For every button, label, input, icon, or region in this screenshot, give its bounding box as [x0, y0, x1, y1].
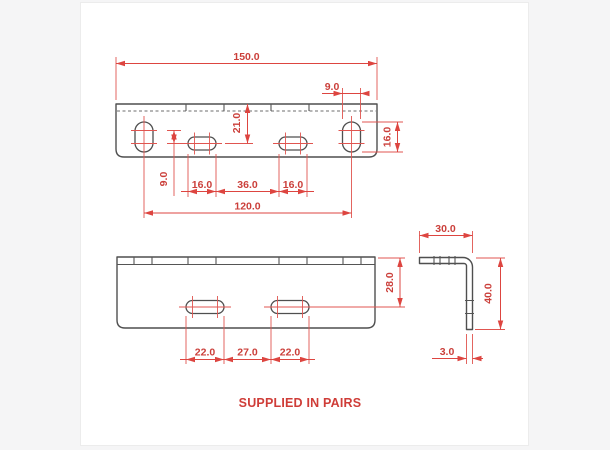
dim-top-slot-width: 9.0 — [325, 81, 340, 93]
dim-front-gap: 27.0 — [237, 347, 258, 359]
dim-top-centers: 120.0 — [234, 201, 260, 213]
supplied-in-pairs-note: SUPPLIED IN PAIRS — [239, 396, 362, 410]
top-view-bend-ticks — [185, 104, 310, 111]
dim-top-mid-slot-left: 16.0 — [192, 179, 213, 191]
dim-front-slot-left: 22.0 — [195, 347, 216, 359]
drawing-sheet — [80, 2, 529, 446]
front-view-bend-ticks — [133, 257, 362, 265]
side-view-slot-ticks-vertical — [465, 299, 474, 315]
side-view-outline — [418, 256, 474, 331]
front-view-centerlines — [179, 296, 316, 318]
dim-top-row-offset: 9.0 — [158, 172, 170, 187]
side-view-slot-ticks-horizontal — [433, 256, 456, 265]
side-view: 30.0 40.0 3.0 — [418, 223, 505, 364]
dim-top-center-offset: 21.0 — [231, 113, 243, 134]
front-view: 28.0 22.0 27.0 22.0 — [116, 256, 405, 364]
dim-side-height: 40.0 — [483, 283, 495, 304]
dim-side-thickness: 3.0 — [440, 346, 455, 358]
dim-side-depth: 30.0 — [435, 223, 456, 235]
dim-top-mid-slot-right: 16.0 — [283, 179, 304, 191]
dim-top-mid-gap: 36.0 — [237, 179, 258, 191]
dim-top-end-slot-len: 16.0 — [382, 127, 394, 148]
dim-front-top-offset: 28.0 — [384, 272, 396, 293]
front-view-outline — [116, 256, 376, 329]
dim-front-slot-right: 22.0 — [280, 347, 301, 359]
top-view: 150.0 9.0 21.0 16.0 9.0 1 — [115, 51, 403, 218]
dim-top-overall: 150.0 — [233, 51, 259, 63]
top-view-centerlines — [131, 116, 365, 157]
